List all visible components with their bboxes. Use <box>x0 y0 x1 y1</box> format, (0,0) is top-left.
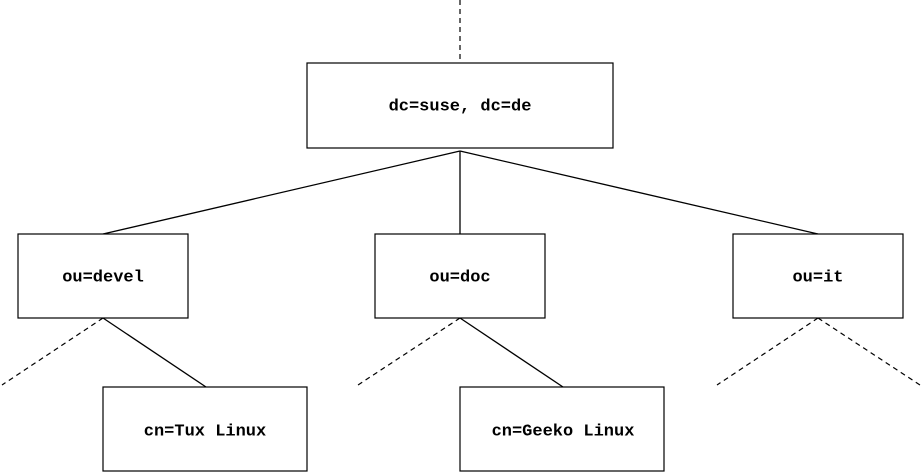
it-left-continuation-line <box>716 317 819 386</box>
doc-left-continuation-line <box>357 317 461 386</box>
node-tux-box <box>102 386 308 472</box>
node-root: dc=suse, dc=de <box>306 62 614 149</box>
edge-doc-to-geeko <box>459 317 564 388</box>
devel-left-continuation-line <box>1 317 104 386</box>
node-it-box <box>732 233 904 319</box>
node-root-label: dc=suse, dc=de <box>389 97 532 116</box>
node-tux: cn=Tux Linux <box>102 386 308 472</box>
node-tux-label: cn=Tux Linux <box>144 422 266 441</box>
node-it-label: ou=it <box>792 268 843 287</box>
node-doc-box <box>374 233 546 319</box>
node-geeko-box <box>459 386 665 472</box>
node-devel-box <box>17 233 189 319</box>
node-devel: ou=devel <box>17 233 189 319</box>
node-geeko: cn=Geeko Linux <box>459 386 665 472</box>
node-doc: ou=doc <box>374 233 546 319</box>
node-devel-label: ou=devel <box>62 268 144 287</box>
node-root-box <box>306 62 614 149</box>
edge-root-to-devel <box>102 150 461 235</box>
node-it: ou=it <box>732 233 904 319</box>
it-right-continuation-line <box>817 317 921 386</box>
edge-devel-to-tux <box>102 317 207 388</box>
edge-root-to-it <box>459 150 819 235</box>
node-geeko-label: cn=Geeko Linux <box>492 422 635 441</box>
node-doc-label: ou=doc <box>429 268 490 287</box>
